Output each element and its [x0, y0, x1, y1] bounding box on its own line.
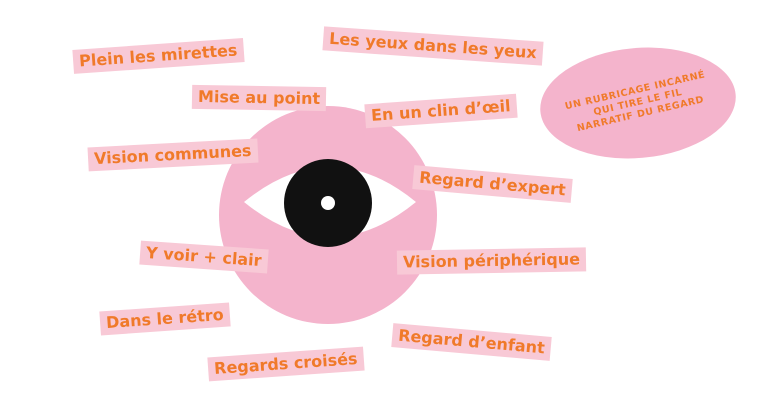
label-vision-peripherique: Vision périphérique — [396, 247, 587, 275]
eye-pupil-highlight — [321, 196, 335, 210]
label-dans-le-retro: Dans le rétro — [99, 302, 231, 336]
eye-icon — [244, 159, 416, 247]
label-les-yeux-dans-les-yeux: Les yeux dans les yeux — [322, 26, 544, 66]
label-regard-d-expert: Regard d’expert — [412, 165, 573, 203]
label-mise-au-point: Mise au point — [191, 84, 327, 112]
tagline-text: un rubricage incarné qui tire le fil nar… — [563, 69, 707, 135]
label-regard-d-enfant: Regard d’enfant — [391, 323, 552, 361]
label-en-un-clin-d-oeil: En un clin d’œil — [364, 93, 518, 129]
label-regards-croises: Regards croisés — [207, 346, 365, 382]
tagline-badge: un rubricage incarné qui tire le fil nar… — [535, 39, 741, 167]
label-plein-les-mirettes: Plein les mirettes — [72, 38, 245, 74]
